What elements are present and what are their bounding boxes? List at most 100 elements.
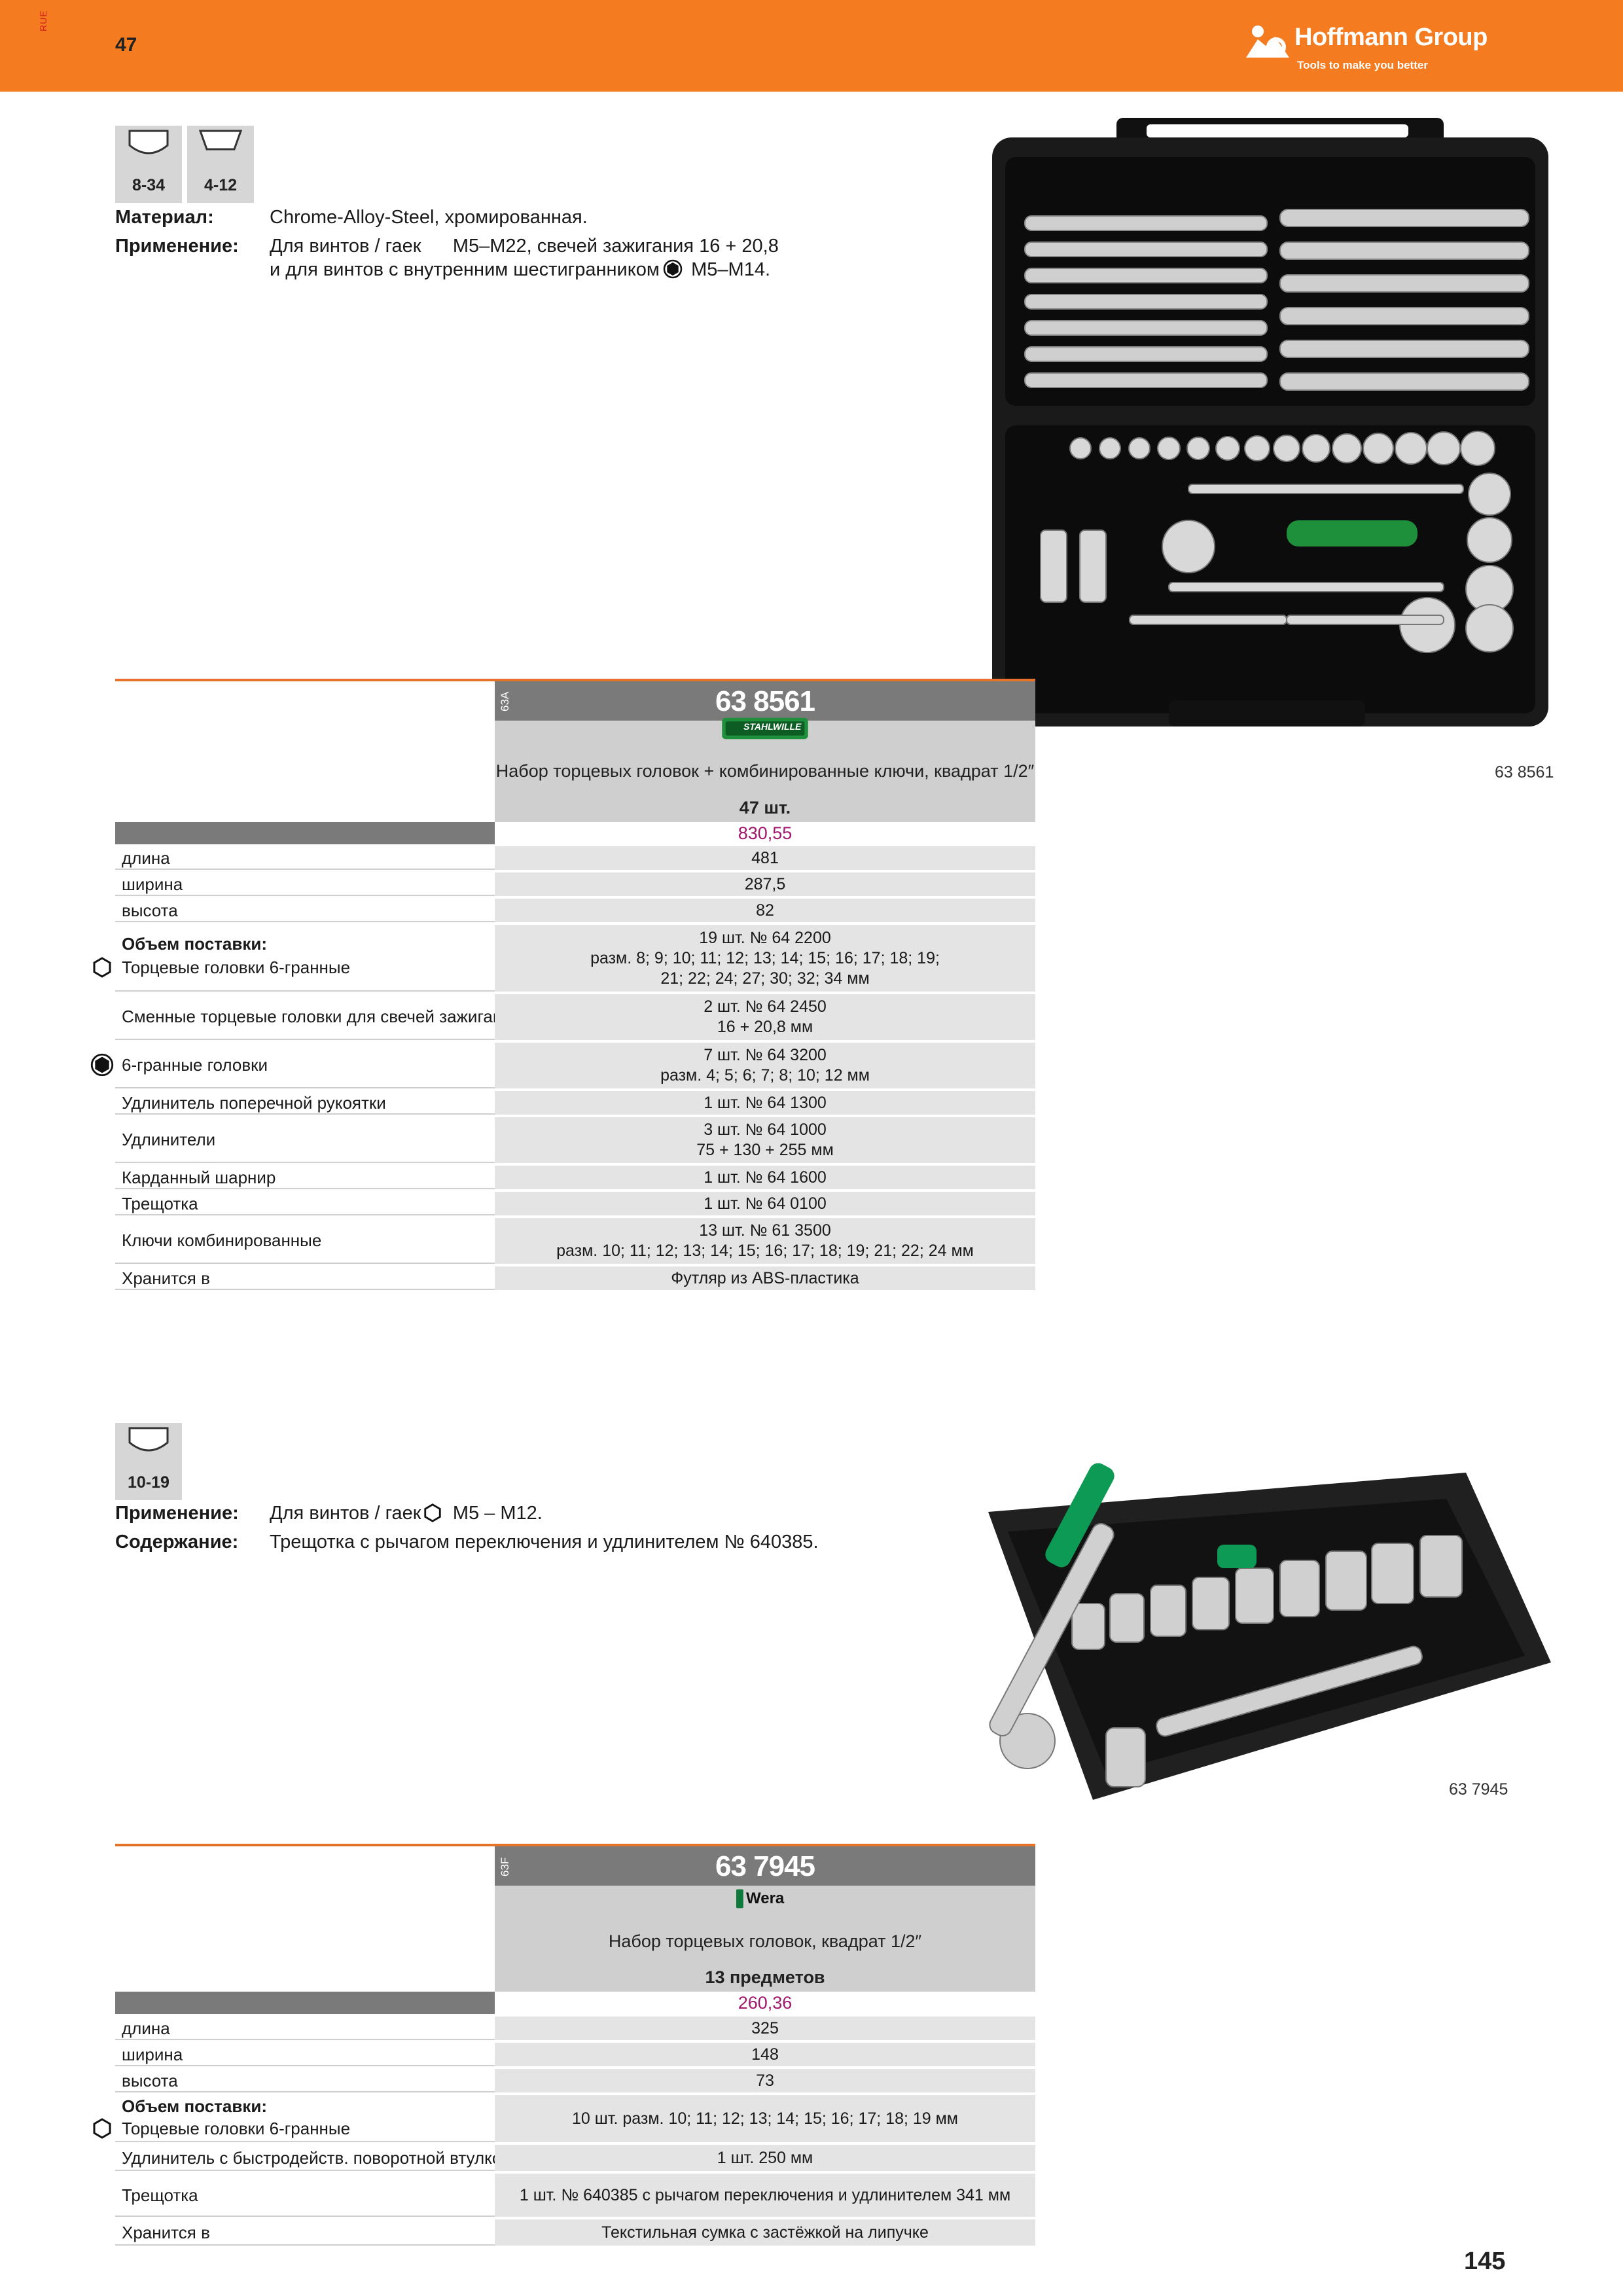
row-label: Удлинитель с быстродейств. поворотной вт… bbox=[122, 2148, 511, 2168]
product-code: 63 8561 bbox=[715, 685, 815, 717]
value-line: 481 bbox=[751, 848, 779, 867]
row-value: 13 шт. № 61 3500 разм. 10; 11; 12; 13; 1… bbox=[495, 1218, 1035, 1264]
product-count: 13 предметов bbox=[705, 1967, 825, 1987]
internal-hex-icon bbox=[663, 259, 683, 279]
hoffmann-logo: Hoffmann Group Tools to make you better bbox=[1243, 20, 1518, 79]
row-value: 19 шт. № 64 2200 разм. 8; 9; 10; 11; 12;… bbox=[495, 925, 1035, 992]
row-value: 1 шт. 250 мм bbox=[495, 2145, 1035, 2171]
brand-name: Hoffmann Group bbox=[1294, 24, 1488, 51]
size-icon-box: 4-12 bbox=[187, 126, 254, 203]
spec-label-material: Материал: bbox=[115, 207, 214, 228]
row-divider bbox=[115, 1188, 495, 1189]
row-value: 7 шт. № 64 3200 разм. 4; 5; 6; 7; 8; 10;… bbox=[495, 1043, 1035, 1088]
value-line: 1 шт. 250 мм bbox=[717, 2148, 813, 2167]
table-row: Сменные торцевые головки для свечей зажи… bbox=[115, 994, 1035, 1040]
pouch-illustration bbox=[988, 1463, 1551, 1800]
table-row: Удлинитель с быстродейств. поворотной вт… bbox=[115, 2145, 1035, 2171]
row-divider bbox=[115, 2215, 495, 2217]
row-label: ширина bbox=[122, 874, 183, 894]
row-divider bbox=[115, 1214, 495, 1215]
value-line: 3 шт. № 64 1000 bbox=[704, 1121, 827, 1139]
row-label: Трещотка bbox=[122, 2185, 198, 2205]
row-label: Удлинитель поперечной рукоятки bbox=[122, 1093, 386, 1113]
value-line: разм. 10; 11; 12; 13; 14; 15; 16; 17; 18… bbox=[556, 1242, 974, 1260]
value-line: разм. 4; 5; 6; 7; 8; 10; 12 мм bbox=[660, 1066, 870, 1085]
wera-logo-icon bbox=[736, 1889, 743, 1909]
table-row: Ключи комбинированные 13 шт. № 61 3500 р… bbox=[115, 1218, 1035, 1264]
spec-text-material: Chrome-Alloy-Steel, хромированная. bbox=[270, 207, 588, 228]
row-divider bbox=[115, 921, 495, 922]
row-divider bbox=[115, 2141, 495, 2142]
row-label: 6-гранные головки bbox=[122, 1055, 268, 1075]
row-divider bbox=[115, 895, 495, 896]
row-label: ширина bbox=[122, 2045, 183, 2064]
stahlwille-logo-icon bbox=[722, 717, 808, 740]
value-line: 1 шт. № 64 1600 bbox=[704, 1168, 827, 1187]
value-line: 19 шт. № 64 2200 bbox=[699, 928, 831, 947]
photo-code-label: 63 8561 bbox=[1495, 763, 1554, 781]
toolcase-illustration bbox=[992, 118, 1548, 726]
table-row: длина мм 325 bbox=[115, 2017, 1035, 2040]
row-divider bbox=[115, 1113, 495, 1115]
value-line: 287,5 bbox=[744, 874, 786, 893]
hex-socket-icon bbox=[128, 1427, 169, 1452]
row-label: Ключи комбинированные bbox=[122, 1230, 322, 1250]
row-divider bbox=[115, 990, 495, 992]
spec-text-application-2: и для винтов с внутренним шестигранником… bbox=[270, 259, 771, 280]
product-photo-toolcase bbox=[972, 118, 1555, 746]
row-divider bbox=[115, 1289, 495, 1290]
size-range-label: 8-34 bbox=[132, 176, 166, 194]
table-row: высота мм 82 bbox=[115, 899, 1035, 922]
spec-text-contents: Трещотка с рычагом переключения и удлини… bbox=[270, 1532, 819, 1552]
table-row: Удлинители 3 шт. № 64 1000 75 + 130 + 25… bbox=[115, 1117, 1035, 1163]
hex-socket-icon bbox=[128, 130, 169, 154]
row-label-bold: Объем поставки: bbox=[122, 2096, 268, 2116]
row-label: Сменные торцевые головки для свечей зажи… bbox=[122, 1007, 521, 1026]
row-value: 325 bbox=[495, 2017, 1035, 2040]
value-line: 10 шт. разм. 10; 11; 12; 13; 14; 15; 16;… bbox=[571, 2109, 958, 2128]
value-line: 1 шт. № 64 1300 bbox=[704, 1093, 827, 1112]
size-icon-box: 8-34 bbox=[115, 126, 182, 203]
row-divider bbox=[115, 2170, 495, 2171]
value-line: 148 bbox=[751, 2045, 779, 2064]
row-divider bbox=[115, 2065, 495, 2066]
row-value: 481 bbox=[495, 846, 1035, 870]
table-row: Трещотка 1 шт. № 640385 с рычагом перекл… bbox=[115, 2174, 1035, 2217]
row-divider bbox=[115, 1263, 495, 1264]
product-photo-pouch bbox=[929, 1433, 1558, 1826]
row-divider bbox=[115, 869, 495, 870]
row-label: Хранится в bbox=[122, 2223, 210, 2242]
row-value: 1 шт. № 64 0100 bbox=[495, 1192, 1035, 1215]
chapter-number: 47 bbox=[115, 34, 137, 56]
table-row: ширина мм 287,5 bbox=[115, 872, 1035, 896]
value-line: 1 шт. № 64 0100 bbox=[704, 1194, 827, 1213]
brand-tagline: Tools to make you better bbox=[1297, 59, 1428, 71]
value-line: 21; 22; 24; 27; 30; 32; 34 мм bbox=[660, 969, 870, 988]
photo-code-label: 63 7945 bbox=[1449, 1780, 1508, 1799]
product-code: 63 7945 bbox=[715, 1850, 815, 1882]
row-value: 10 шт. разм. 10; 11; 12; 13; 14; 15; 16;… bbox=[495, 2095, 1035, 2142]
value-line: разм. 8; 9; 10; 11; 12; 13; 14; 15; 16; … bbox=[590, 948, 940, 967]
hoffmann-mark-icon bbox=[1246, 26, 1289, 58]
spark-plug-socket-icon bbox=[199, 130, 242, 151]
product-title: Набор торцевых головок, квадрат 1/2″ bbox=[608, 1931, 922, 1951]
row-label: Трещотка bbox=[122, 1194, 198, 1213]
row-label: Торцевые головки 6-гранные bbox=[122, 2119, 351, 2138]
hex-socket-icon bbox=[93, 957, 111, 978]
spec-label-application: Применение: bbox=[115, 1503, 239, 1524]
product-divider bbox=[115, 1844, 1035, 1846]
row-label: Карданный шарнир bbox=[122, 1168, 276, 1187]
hex-socket-icon bbox=[424, 1503, 441, 1522]
row-divider bbox=[115, 2039, 495, 2040]
product-title: Набор торцевых головок + комбинированные… bbox=[495, 761, 1035, 781]
row-label-bold: Объем поставки: bbox=[122, 934, 268, 954]
table-row: 6-гранные головки 7 шт. № 64 3200 разм. … bbox=[90, 1043, 1035, 1088]
row-value: 1 шт. № 64 1300 bbox=[495, 1091, 1035, 1115]
value-line: 16 + 20,8 мм bbox=[717, 1018, 813, 1036]
size-icon-box: 10-19 bbox=[115, 1423, 182, 1500]
section-tag: RUE bbox=[38, 10, 48, 31]
row-label: высота bbox=[122, 2071, 178, 2090]
row-value: Текстильная сумка с застёжкой на липучке bbox=[495, 2219, 1035, 2246]
table-row: Хранится в Текстильная сумка с застёжкой… bbox=[115, 2219, 1035, 2246]
brand-text: STAHLWILLE bbox=[743, 721, 802, 732]
